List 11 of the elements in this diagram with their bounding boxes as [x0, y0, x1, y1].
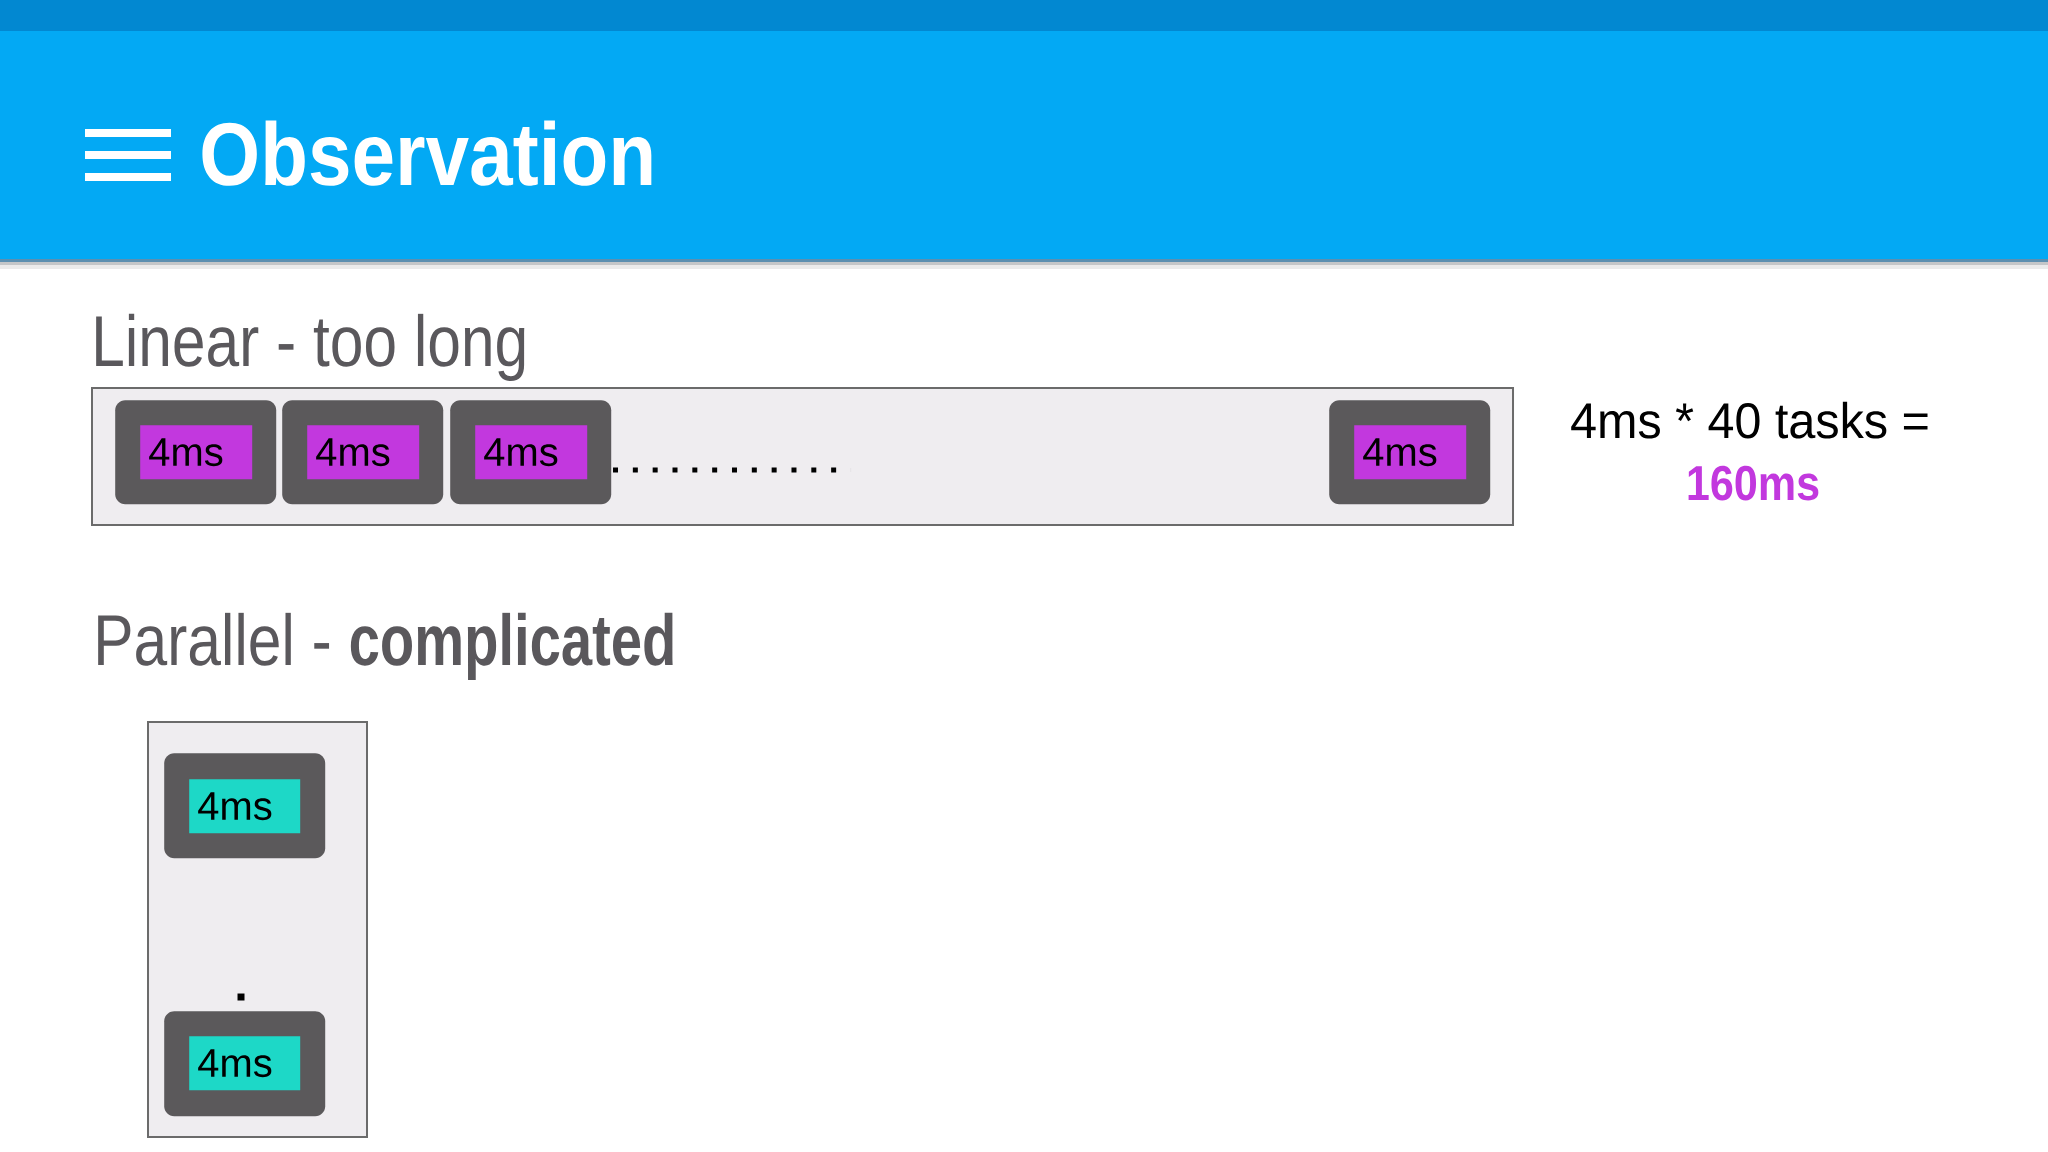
duration-box: 4ms — [475, 425, 588, 480]
duration-box: 4ms — [189, 779, 301, 834]
formula-text: 4ms * 40 tasks = — [1571, 401, 1928, 439]
result-value: 160ms — [1688, 465, 1819, 501]
duration-box: 4ms — [140, 425, 253, 480]
section-heading: Parallel - complicated — [98, 612, 673, 680]
duration-box: 4ms — [189, 1036, 301, 1091]
duration-box: 4ms — [1354, 425, 1467, 480]
title: Observation — [202, 120, 652, 186]
duration-box: 4ms — [307, 425, 420, 480]
section-heading: Linear - too long — [96, 313, 525, 381]
